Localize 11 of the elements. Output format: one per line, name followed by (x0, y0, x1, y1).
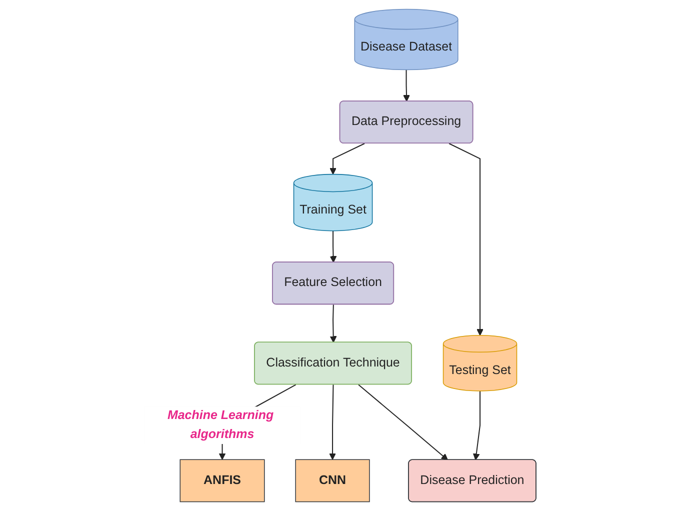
node-box: ANFIS (180, 459, 265, 502)
arrow (330, 304, 337, 343)
arrow (448, 143, 484, 336)
arrow (402, 70, 410, 102)
edge-label: Machine Learning algorithms (167, 408, 274, 441)
arrow (358, 384, 448, 460)
arrow (472, 390, 480, 460)
arrow (330, 230, 337, 263)
node-box: CNN (295, 459, 370, 502)
arrow (329, 384, 336, 460)
arrow (330, 143, 365, 175)
